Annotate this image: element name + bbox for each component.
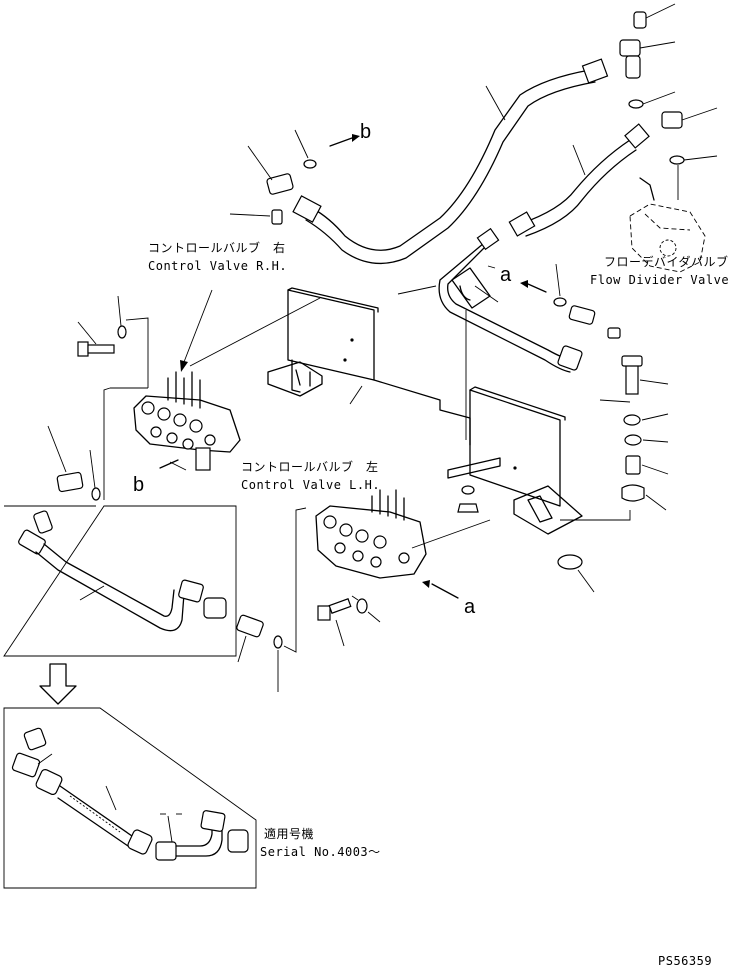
inset-arrow: [39, 663, 77, 705]
elbow-fitting: [56, 471, 84, 493]
elbow-fitting: [661, 111, 683, 129]
o-ring: [273, 635, 283, 649]
control-valve-lh-jp: コントロールバルブ 左: [241, 460, 379, 474]
tube-elbow: [11, 752, 41, 778]
lh-lower-fitting: [236, 507, 307, 692]
mount-rubber: [621, 484, 645, 502]
flow-divider-fittings: [619, 3, 718, 201]
spacer: [625, 455, 641, 475]
upper-left-fittings: [229, 129, 360, 225]
elbow-fitting: [625, 55, 641, 79]
serial-inset: [3, 707, 257, 889]
o-ring: [628, 99, 644, 109]
washer: [117, 325, 127, 339]
ref-a-lower: a: [464, 596, 476, 618]
bolt: [328, 598, 352, 614]
o-ring: [553, 297, 567, 307]
fitting: [607, 327, 621, 339]
washer: [623, 414, 641, 426]
serial-jp: 適用号機: [264, 827, 315, 841]
mount-rubber: [557, 554, 583, 570]
o-ring: [669, 155, 685, 165]
tube-inset: [3, 505, 237, 657]
ref-arrow: [159, 459, 179, 469]
bolt-head: [621, 355, 643, 367]
right-hardware: [457, 355, 669, 593]
center-tube: [397, 227, 621, 373]
o-ring: [91, 487, 101, 501]
fitting: [271, 209, 283, 225]
tube-elbow: [155, 841, 177, 861]
washer: [356, 598, 368, 614]
tube-nut: [33, 510, 53, 534]
serial-en: Serial No.4003〜: [260, 845, 381, 859]
ref-b-lower: b: [133, 474, 145, 496]
fitting: [236, 614, 264, 638]
tube-nut: [203, 597, 227, 619]
tube-nut: [23, 727, 47, 751]
rh-valve-bolt: [77, 295, 149, 500]
elbow-fitting: [568, 305, 596, 325]
hose-fitting: [508, 211, 536, 237]
drawing-number: PS56359: [658, 954, 713, 968]
upper-hose: [292, 58, 609, 264]
tube-fitting: [476, 227, 500, 251]
washer: [624, 434, 642, 446]
nut: [457, 503, 479, 513]
washer: [461, 485, 475, 495]
control-valve-lh-en: Control Valve L.H.: [241, 478, 381, 492]
tube-elbow: [18, 529, 46, 555]
bolt: [625, 363, 639, 395]
fitting: [633, 11, 647, 29]
control-valve-rh: [133, 289, 241, 471]
control-valve-rh-en: Control Valve R.H.: [148, 259, 288, 273]
flow-divider-valve: [629, 203, 706, 273]
hose-fitting: [581, 58, 609, 84]
bolt-head: [317, 605, 331, 621]
tube-elbow: [178, 579, 204, 603]
bolt-head: [77, 341, 89, 357]
tube-elbow: [200, 810, 226, 832]
hose-fitting: [35, 769, 63, 795]
hose-fitting: [292, 195, 322, 223]
control-valve-lh: [315, 489, 491, 647]
o-ring: [303, 159, 317, 169]
ref-a-upper: a: [500, 264, 512, 286]
flow-divider-en: Flow Divider Valve: [590, 273, 730, 287]
control-valve-rh-jp: コントロールバルブ 右: [148, 241, 286, 255]
rh-left-fitting: [47, 425, 101, 501]
flow-divider-jp: フローデバイダバルブ: [604, 255, 729, 269]
hose-fitting: [127, 829, 153, 855]
bolt: [87, 344, 115, 354]
ref-b-upper: b: [360, 121, 372, 143]
hose-fitting: [624, 123, 650, 149]
elbow-fitting: [557, 345, 583, 371]
middle-hose: [508, 123, 650, 237]
elbow-fitting: [266, 173, 294, 195]
valve-port: [195, 447, 211, 471]
elbow-fitting: [619, 39, 641, 57]
mounting-frame: [189, 287, 583, 535]
tube-nut: [227, 829, 249, 853]
